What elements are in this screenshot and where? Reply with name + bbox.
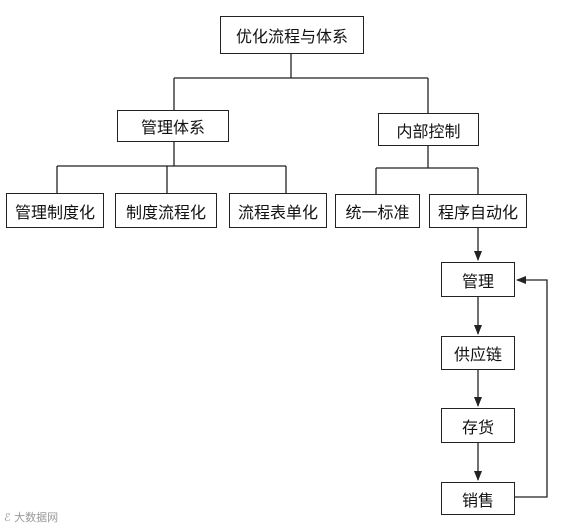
node-management-institutionalization: 管理制度化 <box>6 193 104 228</box>
node-sales: 销售 <box>441 482 515 515</box>
root-node: 优化流程与体系 <box>220 16 364 54</box>
node-process-forms: 流程表单化 <box>229 193 327 228</box>
node-system-process: 制度流程化 <box>115 193 217 228</box>
node-internal-control: 内部控制 <box>378 113 479 146</box>
watermark: ℰ 大数据网 <box>4 509 58 525</box>
node-management-system: 管理体系 <box>117 110 229 142</box>
watermark-logo-icon: ℰ <box>4 511 11 524</box>
node-inventory: 存货 <box>441 408 515 443</box>
node-supply-chain: 供应链 <box>441 336 515 370</box>
node-program-automation: 程序自动化 <box>429 194 527 228</box>
node-management: 管理 <box>441 262 515 297</box>
node-unified-standard: 统一标准 <box>335 194 420 228</box>
watermark-text: 大数据网 <box>14 511 59 524</box>
